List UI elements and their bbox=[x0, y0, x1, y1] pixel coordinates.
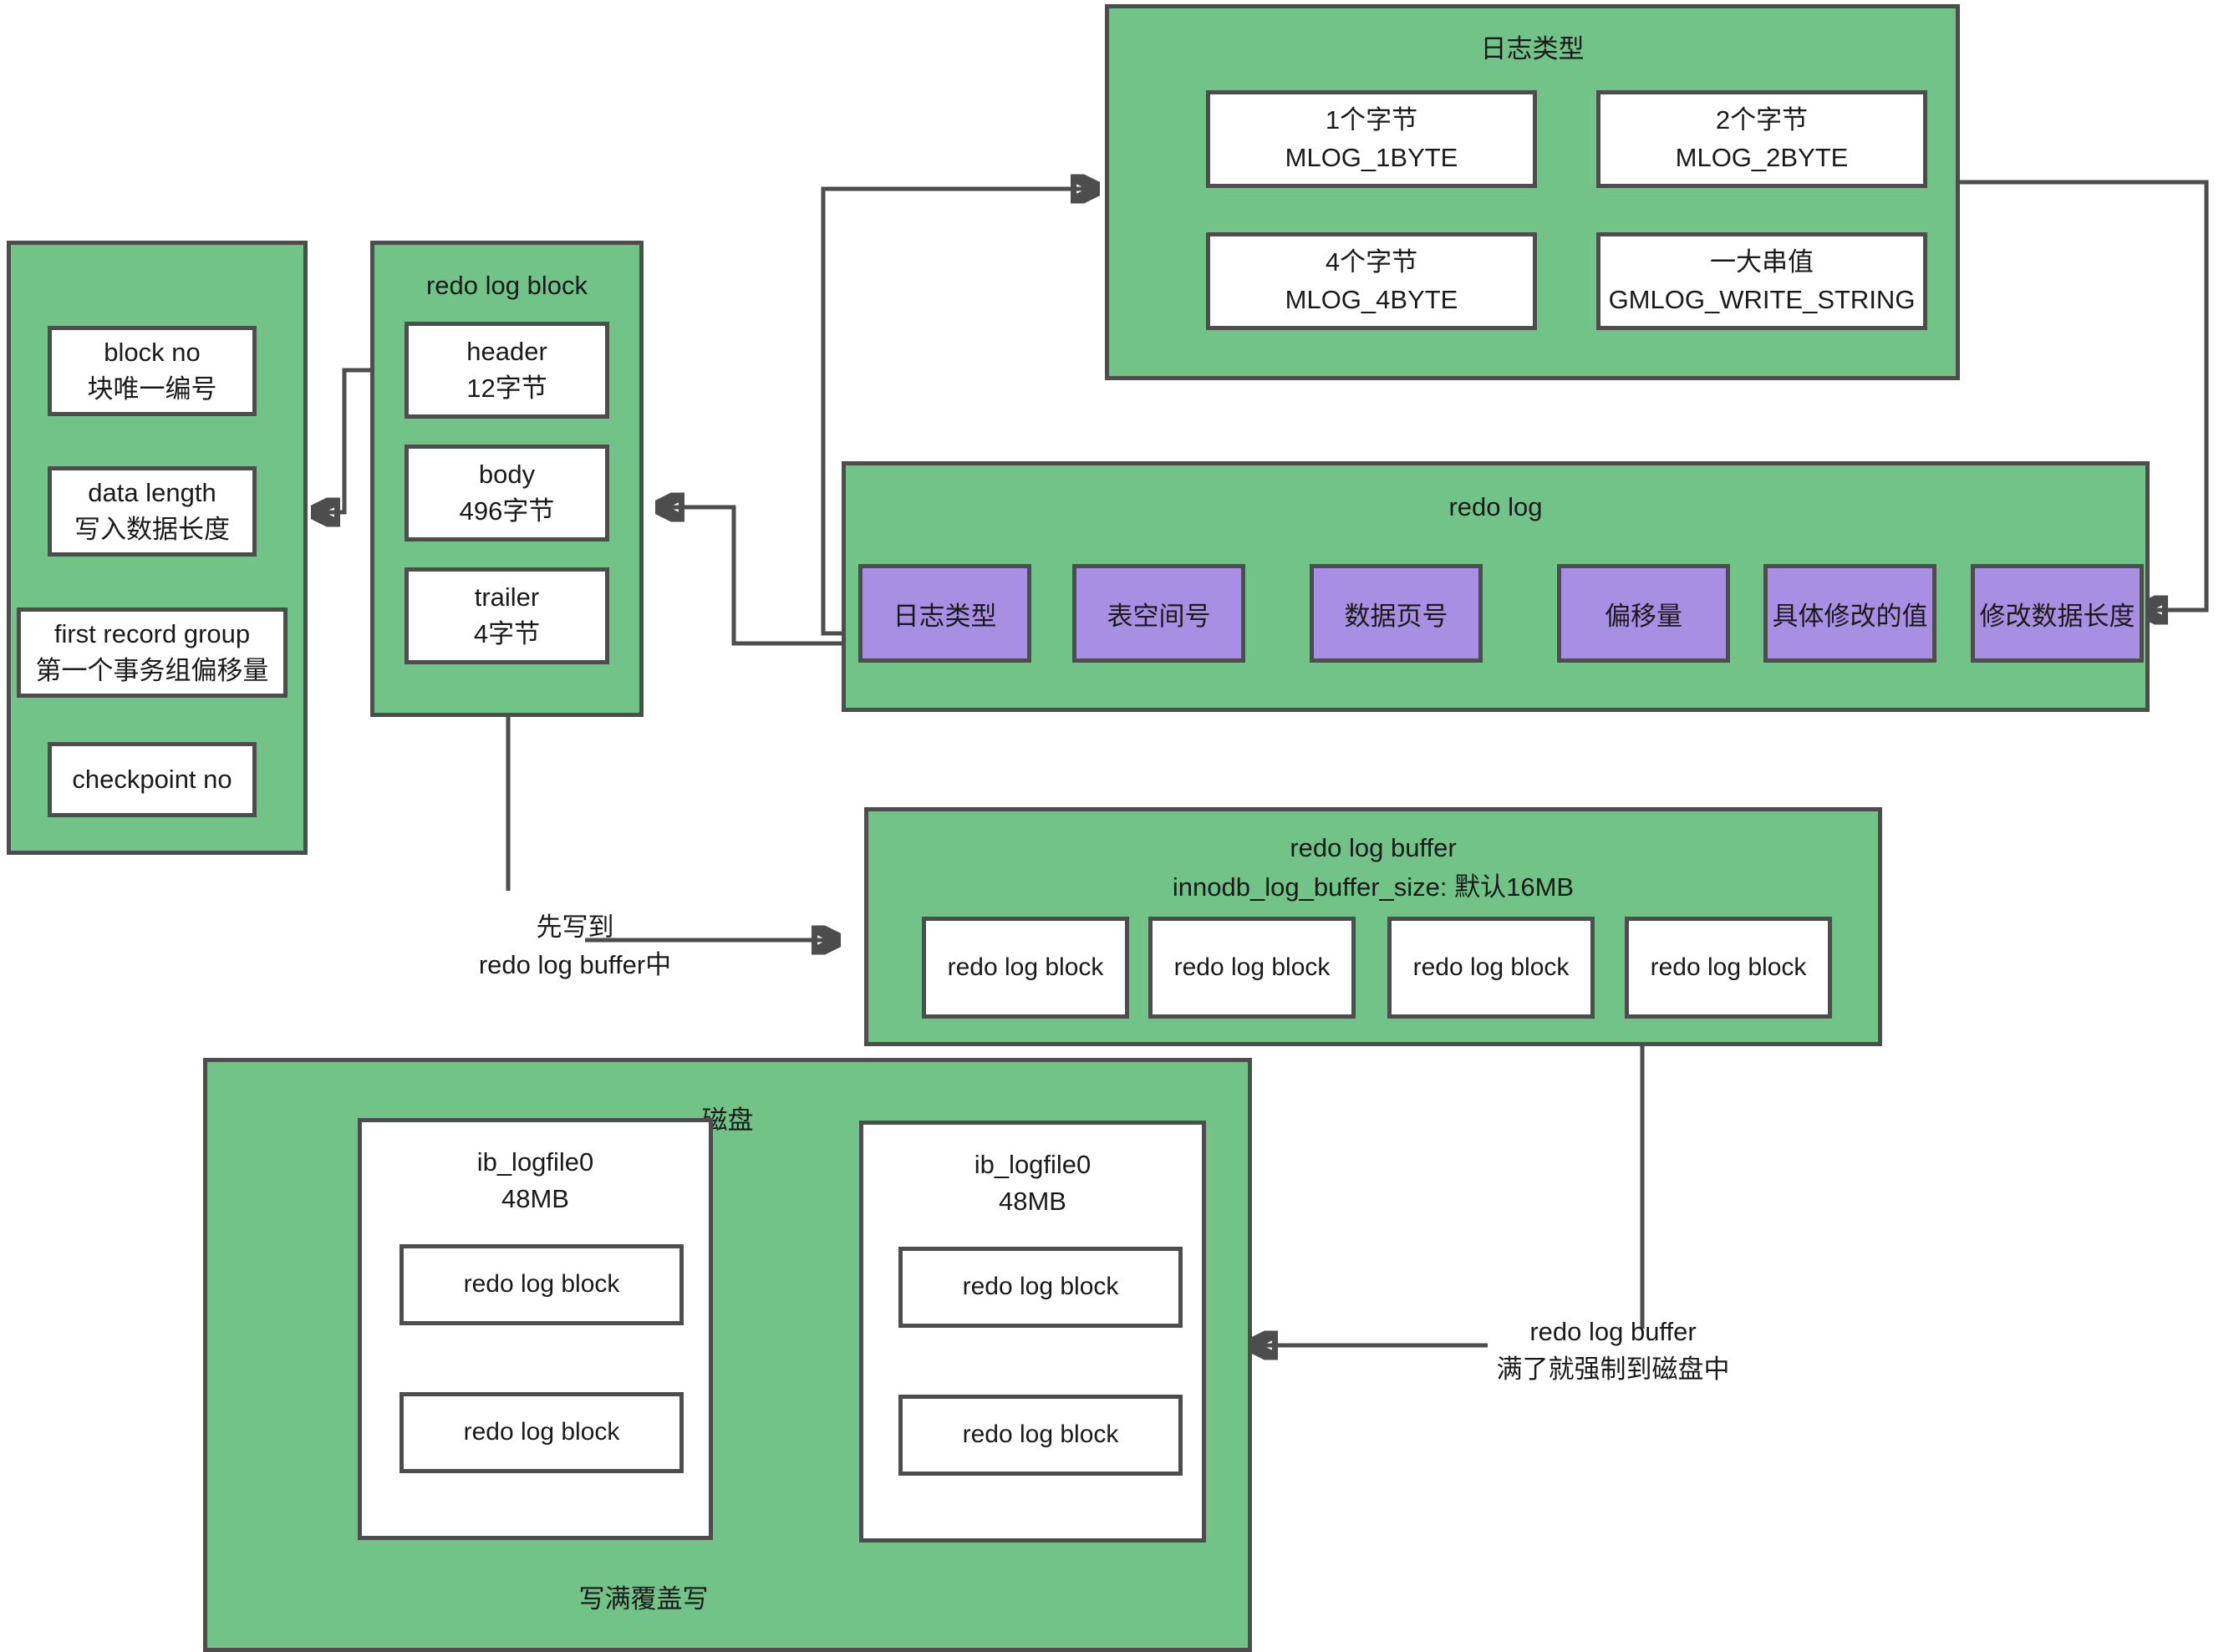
field-first-record-group-line1: first record group bbox=[53, 618, 251, 648]
buffer-block-3-label: redo log block bbox=[1412, 953, 1570, 981]
field-block-no[interactable]: block no 块唯一编号 bbox=[48, 326, 257, 416]
redo-log-buffer-title: redo log buffer bbox=[1290, 833, 1457, 862]
buffer-block-1-label: redo log block bbox=[947, 953, 1104, 981]
redo-log-field-tablespace-id-label: 表空间号 bbox=[1107, 601, 1211, 631]
part-header[interactable]: header 12字节 bbox=[405, 322, 609, 419]
logfile-0-block-1[interactable]: redo log block bbox=[399, 1244, 684, 1325]
write-to-buffer-line2: redo log buffer中 bbox=[478, 949, 672, 979]
redo-log-block-title: redo log block bbox=[425, 271, 588, 300]
part-trailer-line2: 4字节 bbox=[473, 619, 541, 648]
log-type-2byte-line2: MLOG_2BYTE bbox=[1675, 142, 1849, 172]
flush-to-disk-annotation: redo log buffer 满了就强制到磁盘中 bbox=[1438, 1314, 1789, 1389]
buffer-block-2[interactable]: redo log block bbox=[1148, 917, 1356, 1019]
part-body-line1: body bbox=[478, 459, 536, 489]
log-type-1byte-line2: MLOG_1BYTE bbox=[1285, 142, 1458, 172]
part-header-line2: 12字节 bbox=[466, 374, 547, 403]
field-first-record-group-line2: 第一个事务组偏移量 bbox=[35, 656, 269, 685]
logfile-1[interactable]: ib_logfile0 48MB bbox=[859, 1121, 1206, 1543]
field-block-no-line1: block no bbox=[104, 337, 201, 367]
field-data-length[interactable]: data length 写入数据长度 bbox=[48, 466, 257, 557]
write-to-buffer-annotation: 先写到 redo log buffer中 bbox=[433, 909, 717, 984]
logfile-0-block-1-label: redo log block bbox=[463, 1270, 620, 1299]
redo-log-field-modified-value[interactable]: 具体修改的值 bbox=[1763, 564, 1936, 663]
redo-log-field-tablespace-id[interactable]: 表空间号 bbox=[1072, 564, 1245, 663]
logfile-1-block-2[interactable]: redo log block bbox=[898, 1395, 1183, 1476]
buffer-block-4-label: redo log block bbox=[1650, 953, 1807, 981]
redo-log-buffer-subtitle: innodb_log_buffer_size: 默认16MB bbox=[1172, 872, 1575, 902]
log-type-4byte-line2: MLOG_4BYTE bbox=[1285, 284, 1458, 314]
buffer-block-1[interactable]: redo log block bbox=[922, 917, 1129, 1019]
log-type-4byte[interactable]: 4个字节 MLOG_4BYTE bbox=[1206, 232, 1537, 330]
logfile-0[interactable]: ib_logfile0 48MB bbox=[358, 1118, 713, 1540]
log-type-write-string-line2: GMLOG_WRITE_STRING bbox=[1608, 284, 1916, 314]
redo-log-field-log-type[interactable]: 日志类型 bbox=[858, 564, 1031, 663]
part-body[interactable]: body 496字节 bbox=[405, 445, 609, 541]
write-to-buffer-line1: 先写到 bbox=[536, 912, 614, 942]
logfile-1-block-1[interactable]: redo log block bbox=[898, 1247, 1183, 1328]
logfile-0-block-2[interactable]: redo log block bbox=[399, 1392, 684, 1473]
redo-log-field-page-no[interactable]: 数据页号 bbox=[1310, 564, 1483, 663]
logfile-1-block-2-label: redo log block bbox=[962, 1421, 1119, 1449]
field-first-record-group[interactable]: first record group 第一个事务组偏移量 bbox=[17, 607, 288, 698]
redo-log-field-modified-length[interactable]: 修改数据长度 bbox=[1971, 564, 2144, 663]
edge-header-to-fields bbox=[316, 368, 370, 512]
part-header-line1: header bbox=[466, 336, 547, 366]
flush-to-disk-line2: 满了就强制到磁盘中 bbox=[1496, 1354, 1730, 1384]
redo-log-field-modified-value-label: 具体修改的值 bbox=[1772, 601, 1928, 631]
buffer-block-3[interactable]: redo log block bbox=[1387, 917, 1595, 1019]
field-checkpoint-no[interactable]: checkpoint no bbox=[48, 742, 257, 817]
redo-log-title: redo log bbox=[1448, 492, 1543, 521]
log-type-2byte[interactable]: 2个字节 MLOG_2BYTE bbox=[1596, 90, 1927, 188]
field-data-length-line1: data length bbox=[88, 477, 216, 507]
field-block-no-line2: 块唯一编号 bbox=[87, 374, 217, 404]
logfile-1-block-1-label: redo log block bbox=[962, 1273, 1119, 1301]
redo-log-field-offset-label: 偏移量 bbox=[1605, 601, 1682, 631]
buffer-block-4[interactable]: redo log block bbox=[1625, 917, 1832, 1019]
field-checkpoint-no-line1: checkpoint no bbox=[72, 764, 232, 794]
log-type-write-string[interactable]: 一大串值 GMLOG_WRITE_STRING bbox=[1596, 232, 1927, 330]
part-body-line2: 496字节 bbox=[459, 496, 555, 526]
logfile-0-size: 48MB bbox=[501, 1184, 569, 1214]
flush-to-disk-line1: redo log buffer bbox=[1529, 1317, 1697, 1346]
overwrite-label: 写满覆盖写 bbox=[578, 1584, 709, 1614]
log-type-4byte-line1: 4个字节 bbox=[1325, 247, 1418, 277]
part-trailer-line1: trailer bbox=[474, 582, 540, 612]
redo-log-field-page-no-label: 数据页号 bbox=[1344, 601, 1448, 631]
part-trailer[interactable]: trailer 4字节 bbox=[405, 567, 609, 664]
redo-log-field-modified-length-label: 修改数据长度 bbox=[1979, 601, 2135, 631]
logfile-0-block-2-label: redo log block bbox=[463, 1418, 620, 1446]
log-type-2byte-line1: 2个字节 bbox=[1715, 105, 1809, 135]
buffer-block-2-label: redo log block bbox=[1173, 953, 1331, 981]
logfile-0-name: ib_logfile0 bbox=[476, 1147, 594, 1177]
log-type-1byte-line1: 1个字节 bbox=[1325, 105, 1418, 135]
log-type-title: 日志类型 bbox=[1480, 34, 1585, 64]
log-type-write-string-line1: 一大串值 bbox=[1710, 247, 1814, 277]
logfile-1-name: ib_logfile0 bbox=[974, 1150, 1092, 1179]
redo-log-field-log-type-label: 日志类型 bbox=[893, 601, 997, 631]
redo-log-field-offset[interactable]: 偏移量 bbox=[1557, 564, 1730, 663]
edge-redolog-to-body bbox=[660, 507, 842, 646]
log-type-1byte[interactable]: 1个字节 MLOG_1BYTE bbox=[1206, 90, 1537, 188]
field-data-length-line2: 写入数据长度 bbox=[74, 515, 230, 544]
logfile-1-size: 48MB bbox=[999, 1187, 1066, 1217]
